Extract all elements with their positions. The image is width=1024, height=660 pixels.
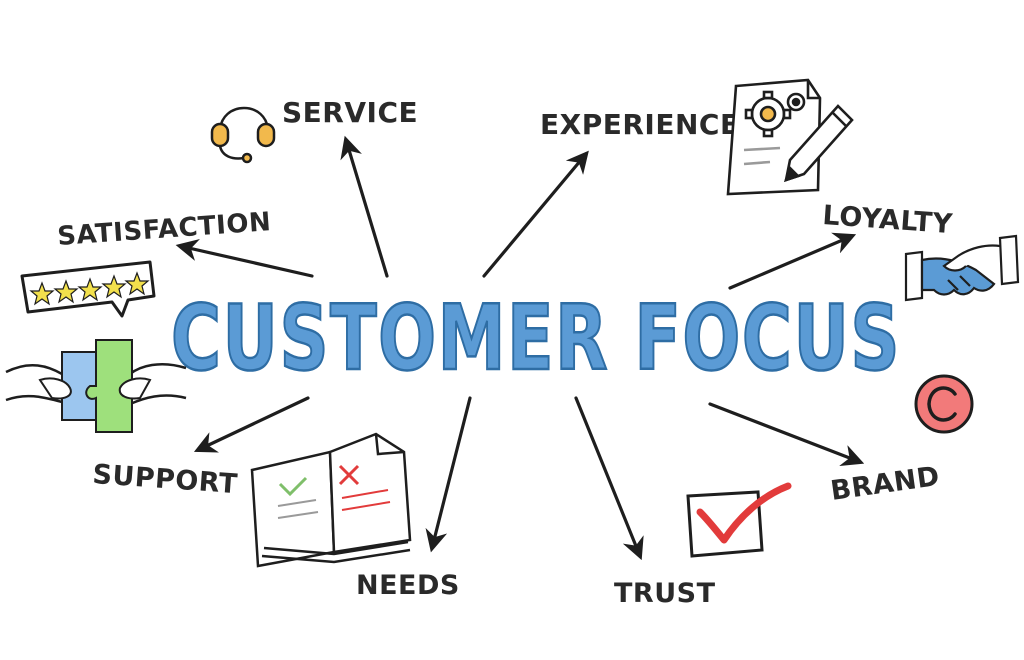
star-5-icon [124,271,150,296]
headset-icon [210,106,276,164]
copyright-icon [914,374,974,434]
label-needs: NEEDS [356,570,460,601]
star-2-icon [53,279,79,304]
handshake-icon [904,234,1020,302]
open-document-icon [250,432,412,568]
label-brand: BRAND [829,461,942,507]
arrows [175,135,865,561]
arrow-to-experience [482,150,589,278]
star-3-icon [77,277,103,302]
gear-document-icon [726,78,854,196]
arrow-to-needs [425,396,472,553]
label-experience: EXPERIENCE [540,108,740,141]
checkbox-icon [686,482,792,558]
central-title: CUSTOMER FOCUS [171,286,901,391]
puzzle-hands-icon [5,339,187,433]
arrow-to-service [340,135,389,278]
arrow-to-loyalty [728,232,857,290]
label-support: SUPPORT [92,459,239,500]
arrow-to-support [193,396,310,453]
arrow-to-trust [574,396,644,561]
star-4-icon [101,274,127,299]
label-trust: TRUST [614,578,716,609]
label-satisfaction: SATISFACTION [56,207,272,252]
arrow-to-brand [708,402,865,466]
label-loyalty: LOYALTY [822,200,954,240]
five-star-rating-icon [20,260,156,318]
arrow-to-satisfaction [175,239,314,278]
star-1-icon [29,281,55,306]
label-service: SERVICE [282,96,418,129]
